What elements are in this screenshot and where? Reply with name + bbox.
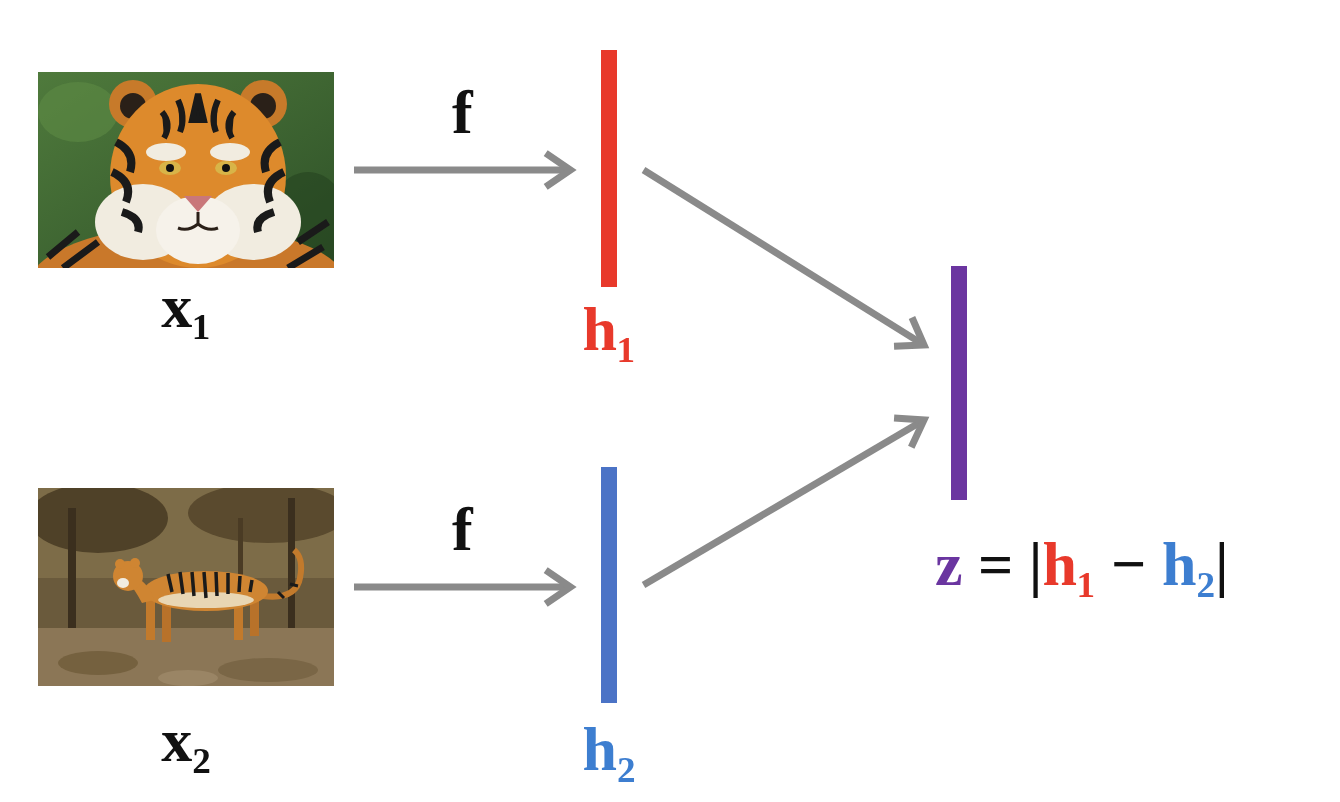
vector-node: z = |h₁ − h₂|: [930, 266, 1238, 598]
vector-label: x₂: [38, 706, 334, 774]
illustration-part: [38, 82, 118, 142]
feature-vector-bar: [601, 50, 617, 287]
function-label: f: [452, 495, 473, 563]
arrow-head: [894, 418, 924, 447]
illustration-part: [115, 559, 125, 569]
illustration-part: [215, 161, 237, 175]
illustration-part: [130, 558, 140, 568]
vector-node: h₂: [576, 467, 641, 783]
illustration-part: [168, 572, 252, 598]
arrow-head: [546, 570, 571, 604]
illustration-part: [278, 584, 298, 598]
feature-vector-bar: [951, 266, 967, 500]
tiger-face-photo: [38, 72, 334, 268]
illustration-part: [218, 658, 318, 682]
illustration-part: [58, 651, 138, 675]
vector-label: x₁: [38, 272, 334, 340]
image-node: x₁: [38, 72, 334, 340]
illustration-part: [146, 600, 155, 640]
illustration-part: [288, 498, 295, 628]
tiger-standing-photo: [38, 488, 334, 686]
image-node: x₂: [38, 488, 334, 774]
arrow-connector: [644, 418, 924, 585]
illustration-part: [112, 142, 284, 232]
illustration-part: [156, 196, 240, 264]
illustration-part: [146, 143, 186, 161]
illustration-part: [68, 508, 76, 628]
arrow-connector: [644, 170, 924, 346]
vector-label: h₂: [576, 715, 641, 783]
vector-node: h₁: [576, 50, 641, 363]
arrow-part: [354, 167, 566, 174]
arrow-head: [546, 153, 571, 187]
arrow-connector: [354, 153, 570, 187]
illustration-part: [166, 164, 174, 172]
illustration-part: [117, 578, 129, 588]
illustration-part: [38, 488, 168, 553]
illustration-part: [38, 72, 334, 268]
illustration-part: [162, 94, 234, 138]
illustration-part: [159, 161, 181, 175]
illustration-part: [178, 212, 218, 229]
vector-label: z = |h₁ − h₂|: [930, 530, 1238, 598]
illustration-part: [188, 488, 334, 543]
arrow-part: [644, 170, 921, 343]
illustration-part: [263, 550, 301, 597]
feature-vector-bar: [601, 467, 617, 703]
function-label: f: [452, 78, 473, 146]
arrow-part: [644, 422, 921, 585]
vector-label: h₁: [576, 295, 641, 363]
illustration-part: [210, 143, 250, 161]
arrow-part: [354, 584, 566, 591]
arrow-connector: [354, 570, 570, 604]
illustration-part: [184, 196, 212, 212]
illustration-part: [144, 571, 268, 611]
illustration-part: [158, 670, 218, 686]
illustration-part: [38, 628, 334, 686]
arrow-head: [894, 318, 924, 347]
illustration-part: [222, 164, 230, 172]
